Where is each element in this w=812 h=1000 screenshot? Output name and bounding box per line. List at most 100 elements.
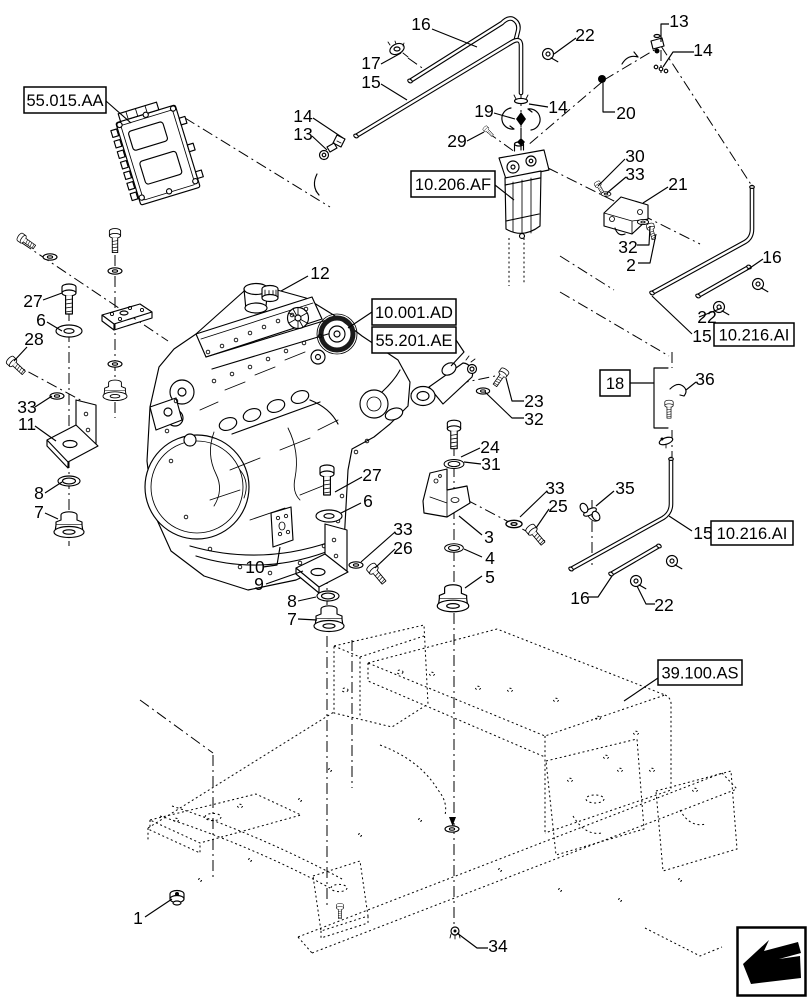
- callout-leader-27-39: [334, 476, 363, 493]
- callout-13-6: 13: [669, 11, 688, 31]
- callout-22-18: 22: [697, 307, 716, 327]
- callout-leader-6-40: [340, 502, 362, 514]
- hook-36: [669, 383, 687, 397]
- callout-27-39: 27: [362, 465, 381, 485]
- callout-33-13: 33: [625, 164, 644, 184]
- callout-21-14: 21: [668, 174, 687, 194]
- washer-4: [444, 543, 464, 553]
- callout-leader-33-13: [606, 176, 627, 194]
- callout-3-34: 3: [484, 527, 494, 547]
- ref-box-frame-10.216.AI: [713, 322, 795, 347]
- callout-leader-22-49: [636, 585, 655, 605]
- clamp-right-upper: [750, 276, 769, 296]
- callout-28-23: 28: [24, 329, 43, 349]
- ref-box-55.015.AA-0: 55.015.AA: [23, 86, 132, 124]
- callout-23-30: 23: [524, 391, 543, 411]
- callout-leader-13-4: [311, 135, 328, 151]
- callout-33-37: 33: [545, 478, 564, 498]
- wing-clamp-35: [579, 502, 601, 522]
- callout-leader-33-41: [360, 531, 396, 563]
- ref-box-leader-55.015.AA: [105, 100, 132, 124]
- callout-19-10: 19: [474, 101, 493, 121]
- oil-cap-illustration: [261, 284, 279, 303]
- callout-15-2: 15: [361, 72, 380, 92]
- callout-leader-33-37: [519, 490, 548, 518]
- callout-leader-36-28: [685, 381, 697, 391]
- callout-26-42: 26: [393, 538, 412, 558]
- callout-leader-8-45: [297, 596, 317, 602]
- ref-box-frame-10.001.AD: [371, 298, 457, 326]
- bolt-top-left: [15, 231, 38, 252]
- washer-33-center: [348, 561, 364, 569]
- ref-box-55.201.AE-3: 55.201.AE: [371, 326, 465, 367]
- callout-14-7: 14: [693, 40, 713, 60]
- clip-below-13: [313, 173, 320, 196]
- callout-31-33: 31: [481, 454, 500, 474]
- starter-motor-illustration: [410, 355, 478, 407]
- callout-36-28: 36: [695, 369, 714, 389]
- callout-leader-22-5: [553, 37, 577, 55]
- ref-box-10.001.AD-2: 10.001.AD: [347, 298, 457, 329]
- callout-16-0: 16: [411, 14, 430, 34]
- bracket-9: [295, 523, 349, 594]
- bolt-24: [446, 419, 462, 450]
- isolator-front: [102, 379, 128, 402]
- plate-10: [270, 506, 294, 548]
- callout-17-1: 17: [361, 53, 380, 73]
- callout-32-31: 32: [524, 409, 543, 429]
- callout-8-26: 8: [34, 483, 44, 503]
- callout-leader-16-0: [431, 28, 478, 48]
- fitting-14-right: [653, 64, 669, 74]
- callout-leader-6-22: [46, 321, 63, 332]
- callout-leader-8-26: [44, 481, 63, 494]
- bolt-26: [365, 561, 389, 587]
- bracket-11: [46, 399, 99, 469]
- ref-box-39.100.AS-7: 39.100.AS: [623, 659, 743, 702]
- clamp-on-18-line: [658, 436, 674, 449]
- callout-leader-20-8: [602, 83, 615, 113]
- bolt-frame: [336, 903, 344, 919]
- callout-leader-21-14: [642, 186, 669, 204]
- callout-leader-32-15: [637, 225, 651, 246]
- washer-33-bracket: [600, 191, 612, 197]
- callout-32-15: 32: [618, 237, 637, 257]
- callout-22-49: 22: [654, 595, 673, 615]
- callout-leader-28-23: [13, 346, 28, 362]
- washer-frame: [444, 825, 460, 833]
- ref-box-label-55.201.AE: 55.201.AE: [375, 332, 452, 350]
- callout-4-35: 4: [485, 548, 495, 568]
- callout-25-38: 25: [548, 496, 567, 516]
- bolt-27-left: [61, 283, 77, 315]
- callout-15-19: 15: [692, 326, 711, 346]
- callout-33-24: 33: [17, 397, 36, 417]
- callout-29-11: 29: [447, 131, 466, 151]
- callout-leader-15-19: [651, 295, 693, 335]
- ref-box-frame-55.201.AE: [371, 326, 457, 354]
- callout-leader-1-50: [144, 898, 173, 918]
- callout-22-5: 22: [575, 25, 594, 45]
- washer-33-right: [505, 519, 523, 529]
- bracket-3: [422, 468, 471, 518]
- washer-32-starter: [475, 387, 491, 395]
- callout-leader-19-10: [493, 112, 516, 120]
- callout-leader-17-1: [380, 52, 402, 65]
- callout-14-3: 14: [293, 106, 313, 126]
- washer-top-left: [42, 253, 58, 261]
- ref-box-leader-10.001.AD: [347, 311, 373, 329]
- callout-30-12: 30: [625, 146, 645, 166]
- callout-14-9: 14: [548, 97, 568, 117]
- callout-leader-31-33: [463, 461, 482, 465]
- callout-20-8: 20: [616, 103, 636, 123]
- ref-box-frame-18: [599, 369, 631, 397]
- washer-6-left: [55, 324, 83, 338]
- ref-box-18-5: 18: [599, 369, 654, 397]
- callout-leader-29-11: [466, 131, 485, 142]
- page-corner-arrow-icon: [736, 926, 807, 997]
- callout-15-47: 15: [693, 523, 712, 543]
- callout-leader-10-43: [262, 546, 281, 568]
- callout-leader-9-44: [265, 570, 304, 585]
- callout-33-41: 33: [393, 519, 412, 539]
- bolt-23: [490, 366, 511, 389]
